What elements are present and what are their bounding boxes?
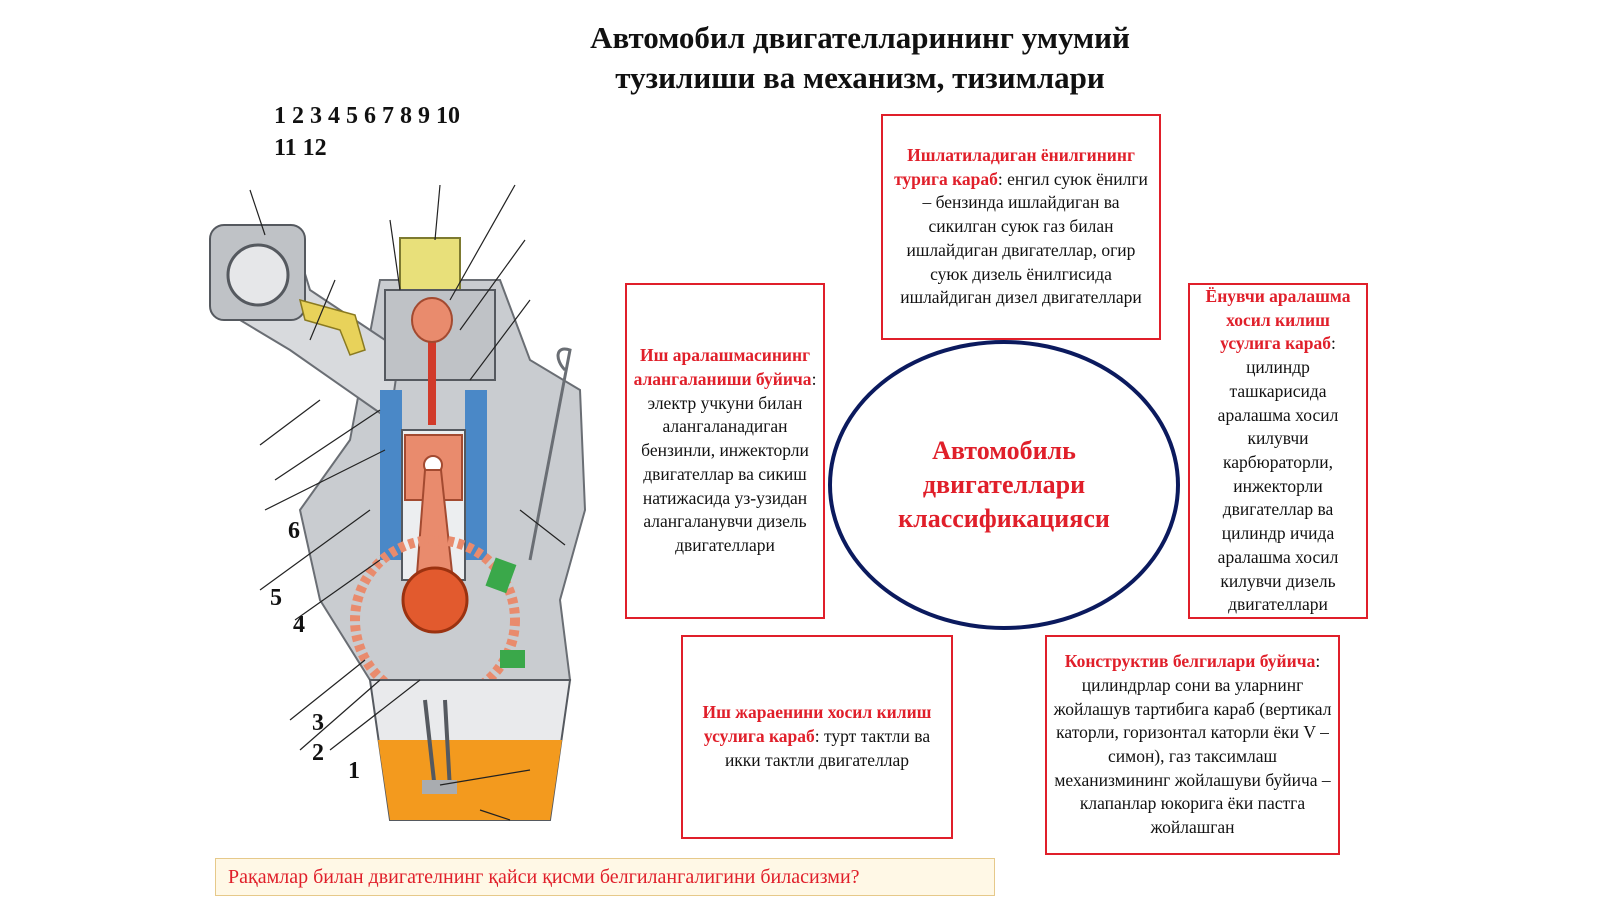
fuel-type-body: : енгил суюк ёнилги – бензинда ишлайдига… — [900, 168, 1148, 308]
engine-label-3: 3 — [312, 710, 324, 736]
coolant-jacket-left — [380, 390, 402, 560]
work-cycle-body: : турт тактли ва икки тактли двигателлар — [724, 726, 931, 770]
part-numbers-line-2: 11 12 — [274, 135, 327, 161]
engine-label-5: 5 — [270, 585, 282, 611]
mixture-formation-box: Ёнувчи аралашма хосил килиш усулига кара… — [1188, 283, 1368, 619]
title-line-1: Автомобил двигателларининг умумий — [590, 20, 1130, 55]
leader-lines — [249, 184, 566, 821]
work-cycle-heading: Иш жараенини хосил килиш усулига караб — [702, 702, 932, 747]
crankshaft-big-end — [401, 566, 469, 634]
center-line-2: двигателлари — [922, 470, 1086, 499]
engine-label-1: 1 — [348, 758, 360, 784]
part-numbers-line-1: 1 2 3 4 5 6 7 8 9 10 — [274, 103, 460, 129]
center-line-1: Автомобиль — [932, 436, 1076, 465]
dipstick — [528, 347, 572, 561]
center-line-3: классификацияси — [898, 504, 1110, 533]
yellow-fitting — [298, 298, 366, 356]
valve-spring — [411, 297, 453, 343]
part-numbers-list: 1 2 3 4 5 6 7 8 9 10 11 12 — [274, 100, 494, 164]
mixture-body: : цилиндр ташкарисида аралашма хосил кил… — [1217, 333, 1339, 615]
engine-label-6: 6 — [288, 518, 300, 544]
engine-cross-section-diagram: 6 5 4 3 2 1 — [209, 184, 587, 821]
engine-label-4: 4 — [293, 612, 305, 638]
engine-label-2: 2 — [312, 740, 324, 766]
throttle-bore — [226, 243, 290, 307]
fuel-type-heading: Ишлатиладиган ёнилгининг турига караб — [894, 145, 1135, 189]
question-banner: Рақамлар билан двигателнинг қайси қисми … — [215, 858, 995, 896]
design-features-body: : цилиндрлар сони ва уларнинг жойлашув т… — [1053, 651, 1332, 838]
ignition-body: : электр учкуни билан алангаланадиган бе… — [641, 369, 817, 555]
title-line-2: тузилиши ва механизм, тизимлари — [615, 60, 1105, 95]
page-title: Автомобил двигателларининг умумий тузили… — [560, 18, 1160, 98]
center-oval: Автомобиль двигателлари классификацияси — [828, 340, 1180, 630]
mixture-heading: Ёнувчи аралашма хосил килиш усулига кара… — [1205, 286, 1351, 354]
valve-stem — [428, 305, 436, 425]
ignition-heading: Иш аралашмасининг алангаланиши буйича — [633, 345, 812, 390]
design-features-heading: Конструктив белгилари буйича — [1064, 651, 1316, 672]
work-cycle-box: Иш жараенини хосил килиш усулига караб: … — [681, 635, 953, 839]
camshaft-cover — [399, 237, 461, 294]
coolant-jacket-right — [465, 390, 487, 560]
design-features-box: Конструктив белгилари буйича: цилиндрлар… — [1045, 635, 1340, 855]
oil-pickup-screen — [422, 780, 457, 794]
green-sensor-lower — [500, 650, 525, 668]
ignition-box: Иш аралашмасининг алангаланиши буйича: э… — [625, 283, 825, 619]
fuel-type-box: Ишлатиладиган ёнилгининг турига караб: е… — [881, 114, 1161, 340]
green-sensor-upper — [485, 557, 517, 594]
